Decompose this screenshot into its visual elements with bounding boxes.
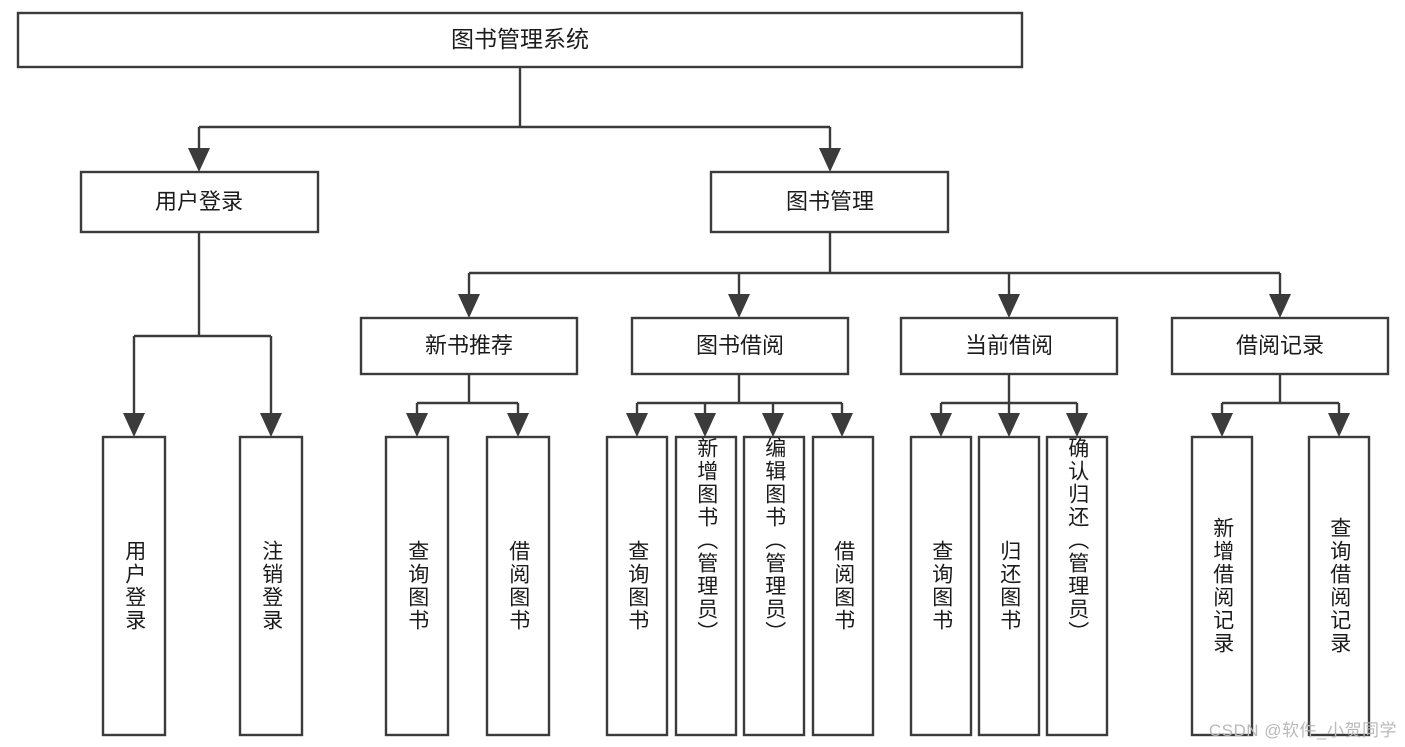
arrow-to-borrow-record — [1269, 294, 1291, 318]
node-current-borrow-label: 当前借阅 — [965, 333, 1053, 358]
arrow-current-borrow-leaf2 — [998, 413, 1020, 437]
leaf-boxes-borrow-record — [1190, 435, 1371, 737]
node-root-box[interactable] — [16, 11, 1024, 69]
node-new-book-recommend-box[interactable] — [359, 316, 579, 376]
arrow-book-borrow-leaf4 — [831, 413, 853, 437]
node-new-book-recommend-label: 新书推荐 — [425, 333, 513, 358]
node-current-borrow[interactable]: 当前借阅 — [899, 316, 1119, 376]
leaf-box-current-borrow-2[interactable] — [977, 435, 1041, 737]
arrow-borrow-record-leaf2 — [1328, 413, 1350, 437]
node-book-manage[interactable]: 图书管理 — [709, 170, 950, 234]
node-user-login-box[interactable] — [79, 170, 320, 234]
arrow-to-user-login — [188, 148, 210, 172]
node-user-login-label: 用户登录 — [155, 189, 243, 214]
connectors-user-login-to-leaves — [123, 232, 282, 437]
node-new-book-recommend[interactable]: 新书推荐 — [359, 316, 579, 376]
connectors-book-borrow-to-leaves — [626, 374, 853, 437]
leaf-box-book-borrow-1[interactable] — [605, 435, 669, 737]
leaf-boxes-book-borrow — [605, 435, 875, 737]
arrow-user-login-leaf2 — [260, 413, 282, 437]
arrow-new-book-leaf2 — [507, 413, 529, 437]
connectors-new-book-to-leaves — [406, 374, 529, 437]
node-root[interactable]: 图书管理系统 — [16, 11, 1024, 69]
node-current-borrow-box[interactable] — [899, 316, 1119, 376]
node-book-borrow[interactable]: 图书借阅 — [630, 316, 850, 376]
leaf-box-new-book-2[interactable] — [485, 435, 551, 737]
watermark-text: CSDN @软件_小贺同学 — [1208, 721, 1397, 740]
arrow-to-new-book — [458, 294, 480, 318]
arrow-book-borrow-leaf1 — [626, 413, 648, 437]
node-root-label: 图书管理系统 — [451, 26, 589, 52]
leaf-boxes-current-borrow — [909, 435, 1109, 737]
leaf-box-borrow-record-1[interactable] — [1190, 435, 1254, 737]
leaf-boxes-user-login — [101, 435, 304, 737]
arrow-to-current-borrow — [998, 294, 1020, 318]
connectors-root-to-level2 — [188, 67, 841, 172]
arrow-book-borrow-leaf2 — [694, 413, 716, 437]
node-book-borrow-box[interactable] — [630, 316, 850, 376]
leaf-box-book-borrow-3[interactable] — [742, 435, 806, 737]
connectors-borrow-record-to-leaves — [1211, 374, 1350, 437]
arrow-user-login-leaf1 — [123, 413, 145, 437]
connectors-book-manage-to-level3 — [458, 232, 1291, 318]
node-book-manage-box[interactable] — [709, 170, 950, 234]
leaf-box-current-borrow-1[interactable] — [909, 435, 973, 737]
leaf-box-user-login-1[interactable] — [101, 435, 167, 737]
leaf-box-book-borrow-2[interactable] — [674, 435, 738, 737]
node-borrow-record-label: 借阅记录 — [1236, 333, 1324, 358]
arrow-to-book-manage — [819, 148, 841, 172]
arrow-current-borrow-leaf1 — [930, 413, 952, 437]
arrow-new-book-leaf1 — [406, 413, 428, 437]
leaf-box-new-book-1[interactable] — [384, 435, 450, 737]
leaf-box-book-borrow-4[interactable] — [811, 435, 875, 737]
arrow-book-borrow-leaf3 — [762, 413, 784, 437]
leaf-boxes-new-book-recommend — [384, 435, 551, 737]
node-borrow-record-box[interactable] — [1170, 316, 1390, 376]
connectors-current-borrow-to-leaves — [930, 374, 1088, 437]
arrow-current-borrow-leaf3 — [1066, 413, 1088, 437]
node-book-manage-label: 图书管理 — [786, 189, 874, 214]
node-borrow-record[interactable]: 借阅记录 — [1170, 316, 1390, 376]
arrow-to-book-borrow — [728, 294, 750, 318]
node-book-borrow-label: 图书借阅 — [696, 333, 784, 358]
leaf-box-user-login-2[interactable] — [238, 435, 304, 737]
node-user-login[interactable]: 用户登录 — [79, 170, 320, 234]
leaf-box-current-borrow-3[interactable] — [1045, 435, 1109, 737]
leaf-box-borrow-record-2[interactable] — [1307, 435, 1371, 737]
arrow-borrow-record-leaf1 — [1211, 413, 1233, 437]
